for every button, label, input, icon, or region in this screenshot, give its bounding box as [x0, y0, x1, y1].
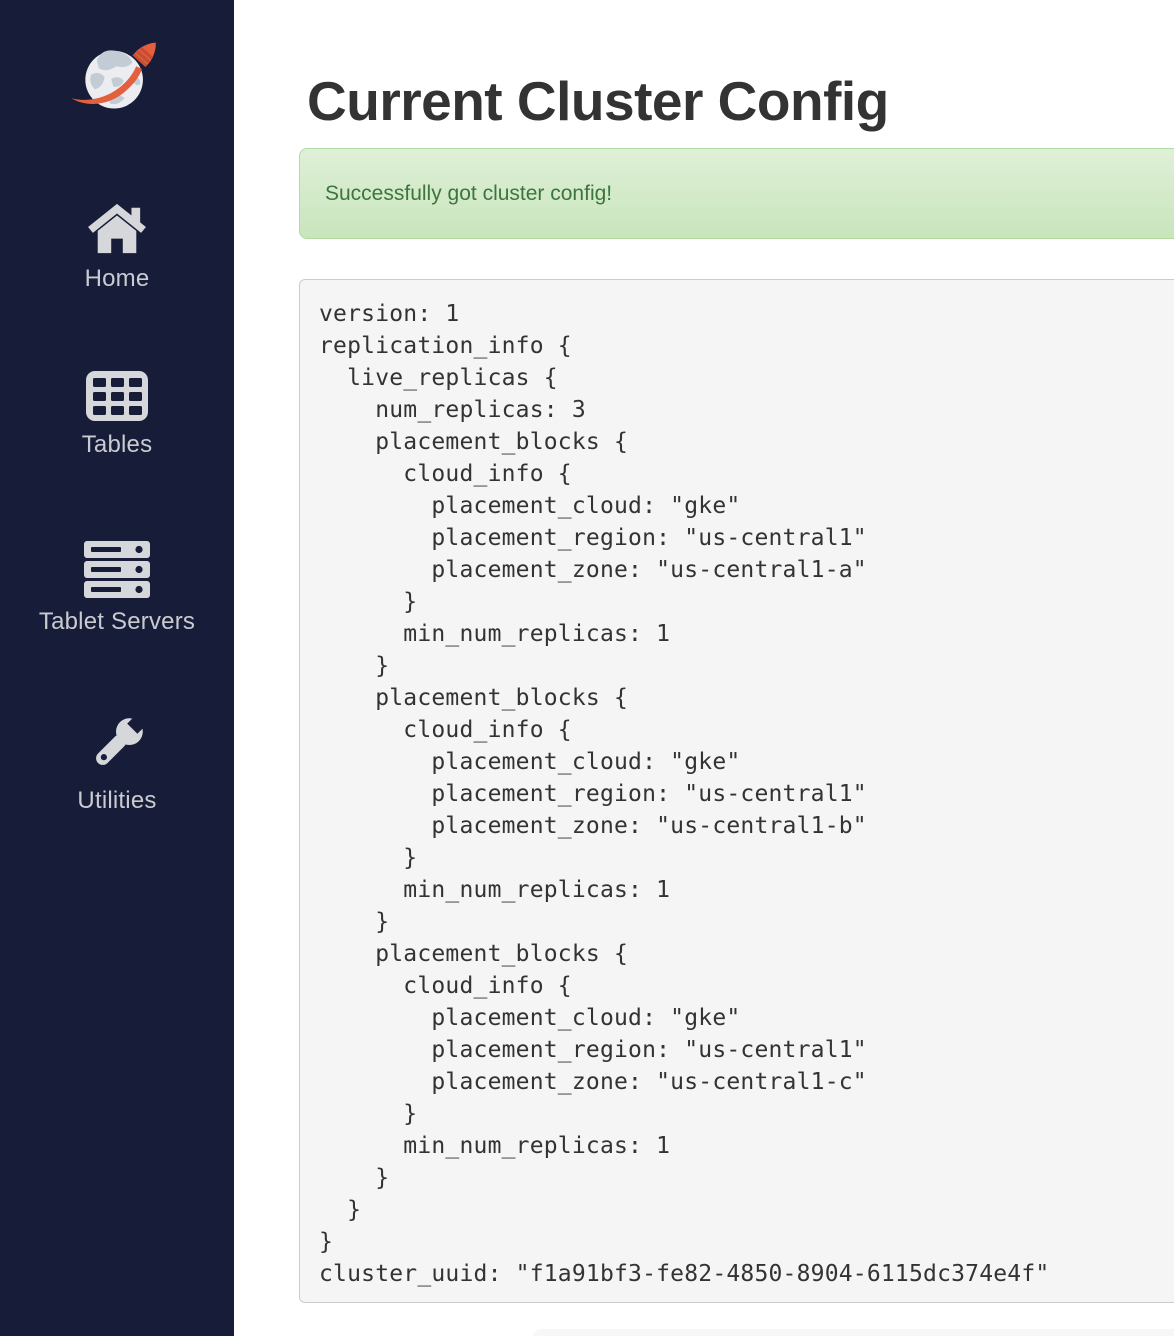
sidebar-item-label: Tablet Servers [38, 608, 196, 635]
cluster-config-block: version: 1 replication_info { live_repli… [299, 279, 1174, 1303]
sidebar-item-label: Home [84, 265, 150, 292]
sidebar: Home Tables [0, 0, 234, 1336]
success-alert: Successfully got cluster config! [299, 148, 1174, 239]
success-alert-message: Successfully got cluster config! [325, 182, 613, 205]
sidebar-item-tables[interactable]: Tables [0, 371, 234, 541]
sidebar-item-home[interactable]: Home [0, 201, 234, 371]
partial-panel-below-fold [533, 1329, 1174, 1336]
page-title: Current Cluster Config [307, 70, 889, 132]
sidebar-item-label: Utilities [77, 787, 157, 814]
sidebar-item-tablet-servers[interactable]: Tablet Servers [0, 541, 234, 711]
wrench-icon [96, 711, 150, 765]
table-grid-icon [86, 371, 148, 421]
sidebar-nav: Home Tables [0, 201, 234, 881]
sidebar-item-utilities[interactable]: Utilities [0, 711, 234, 881]
sidebar-item-label: Tables [81, 431, 153, 458]
home-icon [88, 203, 146, 254]
main-content: Current Cluster Config Successfully got … [234, 0, 1174, 1336]
server-stack-icon [84, 541, 150, 598]
planet-rocket-logo[interactable] [69, 34, 165, 112]
